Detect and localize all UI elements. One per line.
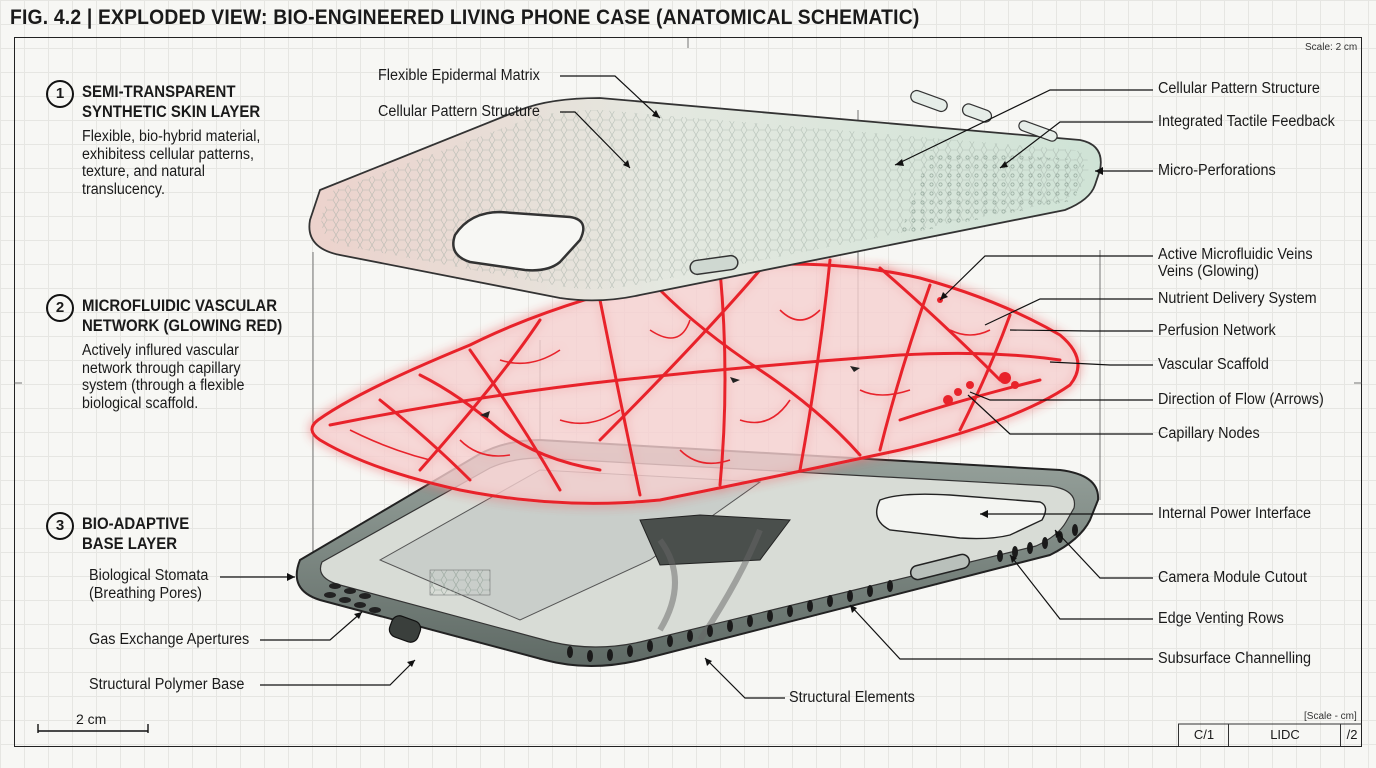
label-structural-elements: Structural Elements xyxy=(789,689,915,706)
label-biological-stomata: Biological Stomata(Breathing Pores) xyxy=(89,567,209,602)
figure-title: FIG. 4.2 | EXPLODED VIEW: BIO-ENGINEERED… xyxy=(10,6,920,29)
label-structural-polymer: Structural Polymer Base xyxy=(89,676,245,693)
label-subsurface-channelling: Subsurface Channelling xyxy=(1158,650,1312,667)
section-3-number: 3 xyxy=(46,512,74,540)
label-cellular-pattern-left: Cellular Pattern Structure xyxy=(378,103,540,120)
label-vascular-scaffold: Vascular Scaffold xyxy=(1158,356,1269,373)
section-1-number: 1 xyxy=(46,80,74,108)
label-direction-of-flow: Direction of Flow (Arrows) xyxy=(1158,391,1324,408)
title-block-c1: C/1 xyxy=(1178,724,1229,746)
label-cellular-pattern: Cellular Pattern Structure xyxy=(1158,80,1320,97)
flow-arrows xyxy=(480,366,860,418)
section-1-description: Flexible, bio-hybrid material,exhibitess… xyxy=(82,128,261,198)
label-edge-venting: Edge Venting Rows xyxy=(1158,610,1284,627)
label-gas-exchange: Gas Exchange Apertures xyxy=(89,631,250,648)
label-nutrient-delivery: Nutrient Delivery System xyxy=(1158,290,1317,307)
vascular-network-shape xyxy=(310,258,1080,505)
scale-bar-label: 2 cm xyxy=(76,711,107,727)
label-power-interface: Internal Power Interface xyxy=(1158,505,1312,522)
label-micro-perforations: Micro-Perforations xyxy=(1158,162,1276,179)
label-capillary-nodes: Capillary Nodes xyxy=(1158,425,1260,442)
skin-layer-shape xyxy=(308,89,1102,302)
scale-top: Scale: 2 cm xyxy=(1305,42,1358,53)
label-epidermal-matrix: Flexible Epidermal Matrix xyxy=(378,67,540,84)
label-camera-cutout: Camera Module Cutout xyxy=(1158,569,1308,586)
label-tactile-feedback: Integrated Tactile Feedback xyxy=(1158,113,1335,130)
drawing-frame xyxy=(14,37,1362,747)
label-perfusion-network: Perfusion Network xyxy=(1158,322,1276,339)
scale-note: [Scale - cm] xyxy=(1304,711,1357,722)
title-block-c2: LIDC xyxy=(1228,724,1341,746)
section-2-number: 2 xyxy=(46,294,74,322)
title-block-c3: /2 xyxy=(1340,724,1363,746)
